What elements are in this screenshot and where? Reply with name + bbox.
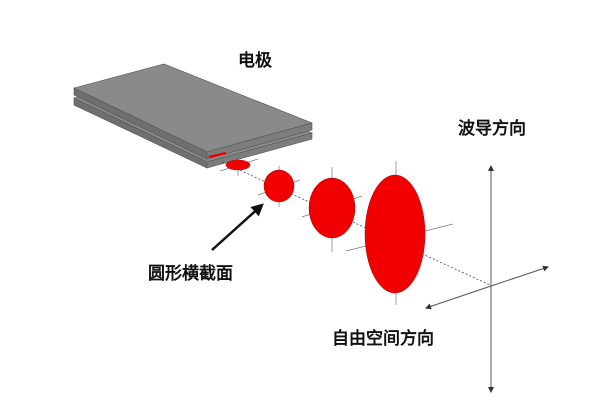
beam-cross-sections bbox=[219, 156, 454, 305]
waveguide-direction-label: 波导方向 bbox=[458, 119, 526, 139]
cross-section-4 bbox=[364, 174, 426, 294]
free-space-axis bbox=[490, 265, 549, 287]
free-space-direction-label: 自由空间方向 bbox=[332, 329, 434, 349]
waveguide-core bbox=[208, 152, 227, 158]
cross-section-1 bbox=[225, 159, 251, 171]
pointer-arrow bbox=[211, 203, 264, 251]
electrode-slab bbox=[73, 63, 313, 169]
cross-section-2 bbox=[263, 169, 295, 203]
circular-cross-section-label: 圆形横截面 bbox=[148, 264, 233, 284]
coordinate-axes bbox=[425, 165, 549, 393]
beam-axis bbox=[221, 161, 491, 286]
electrode-label: 电极 bbox=[238, 51, 272, 71]
cross-section-3 bbox=[308, 177, 356, 239]
